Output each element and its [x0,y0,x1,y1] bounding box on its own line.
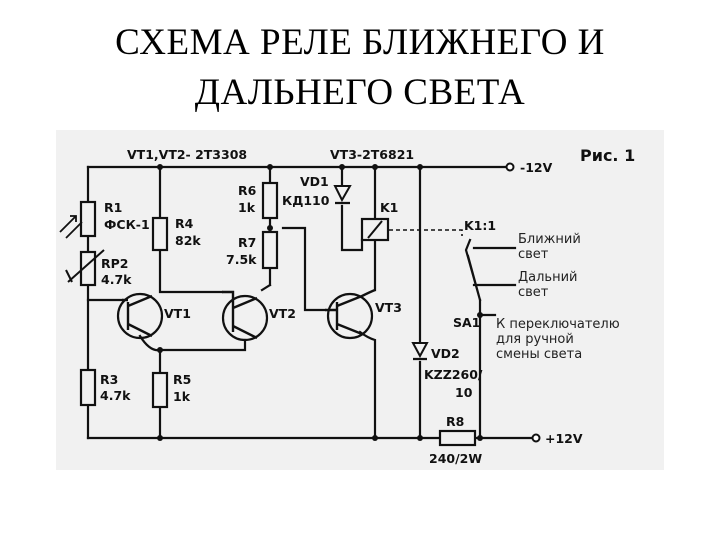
terminal-plus-12v[interactable] [531,433,541,443]
wire-vt2-collector [281,226,327,312]
label-r8: R8 [446,414,464,429]
wire-vt1-collector [158,165,224,294]
label-r1-type: ФСК-1 [104,217,150,232]
label-rp2: RP2 [101,256,128,271]
label-far-2: свет [518,285,549,300]
label-sa1: SA1 [453,315,480,330]
label-r5: R5 [173,372,191,387]
label-vd2: VD2 [431,346,460,361]
label-r4-value: 82k [175,233,201,248]
resistor-r1 [79,200,97,238]
wire-emitter-link [158,338,247,352]
wire-relay-coil [340,165,377,292]
label-note-3: смены света [496,347,582,362]
label-vt1: VT1 [164,306,191,321]
terminal-minus-12v[interactable] [505,162,515,172]
label-r6-value: 1k [238,200,256,215]
diode-vd1 [333,185,352,203]
resistor-r3 [79,368,97,407]
title-line-1: СХЕМА РЕЛЕ БЛИЖНЕГО И [115,22,605,63]
resistor-r8 [438,429,477,447]
transistor-vt1 [116,292,164,340]
label-vt3-type: VT3-2Т6821 [330,147,414,162]
label-vt3: VT3 [375,300,402,315]
transistor-vt3 [326,292,374,340]
wire-light-outputs [472,246,517,287]
label-supply-bottom: +12V [545,431,583,446]
label-r3: R3 [100,372,118,387]
label-rp2-value: 4.7k [101,272,132,287]
label-r1: R1 [104,200,122,215]
resistor-r4 [151,216,169,252]
relay-mechanical-link [375,229,463,236]
scan-background [56,130,664,470]
transistor-vt2 [221,294,269,342]
title-line-2: ДАЛЬНЕГО СВЕТА [194,72,526,113]
rp2-wiper-arrow [65,249,105,283]
label-supply-top: -12V [520,160,553,175]
resistor-r5 [151,371,169,409]
relay-contact-k1-1 [464,238,482,302]
figure-label: Рис. 1 [580,146,635,165]
label-vd1-type: КД110 [282,193,330,208]
diode-vd2 [411,342,429,359]
label-r7: R7 [238,235,256,250]
label-k1: K1 [380,200,398,215]
label-note-2: для ручной [496,332,574,347]
label-r7-value: 7.5k [226,252,257,267]
resistor-r6 [261,181,279,220]
label-far-1: Дальний [518,270,578,285]
label-near-1: Ближний [518,232,581,247]
page-title: СХЕМА РЕЛЕ БЛИЖНЕГО И ДАЛЬНЕГО СВЕТА [0,18,720,118]
label-vd1: VD1 [300,174,329,189]
label-r4: R4 [175,216,194,231]
resistor-r7 [261,230,279,270]
diode-bars [335,201,427,361]
transistor-internals [122,288,376,340]
label-vt2: VT2 [269,306,296,321]
photo-arrows [59,215,83,239]
label-r5-value: 1k [173,389,191,404]
label-r3-value: 4.7k [100,388,131,403]
label-vt1-vt2-type: VT1,VT2- 2Т3308 [127,147,247,162]
label-k1-1: K1:1 [464,218,496,233]
label-r8-value: 240/2W [429,451,482,466]
label-vd2-type: KZZ260/ [424,367,483,382]
label-near-2: свет [518,247,549,262]
label-note-1: К переключателю [496,317,620,332]
relay-coil-diagonal [367,220,383,239]
label-vd2-type-2: 10 [455,385,473,400]
junction-dots [157,164,483,441]
label-r6: R6 [238,183,257,198]
